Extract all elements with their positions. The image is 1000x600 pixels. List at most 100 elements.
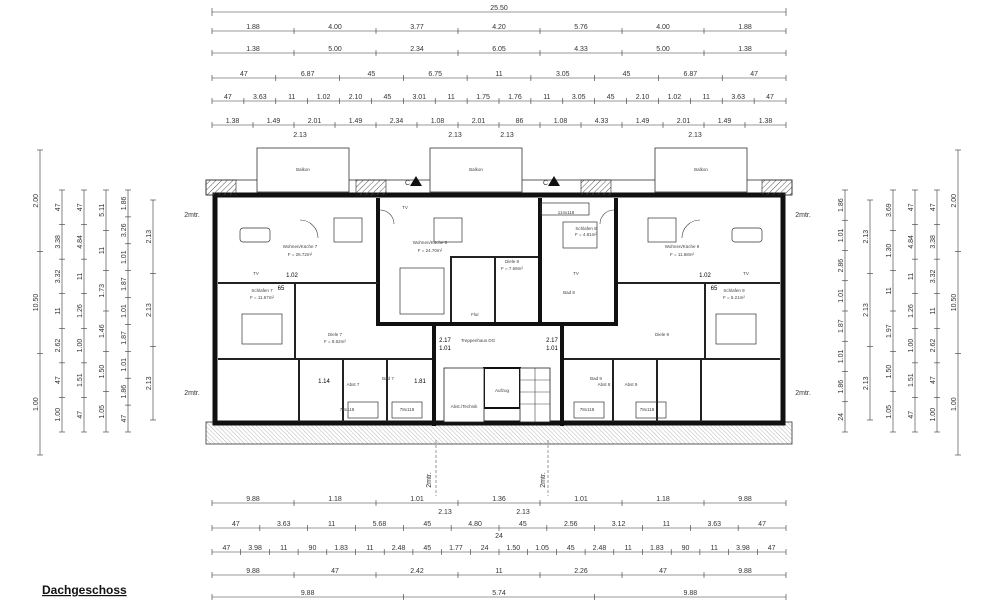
dimension-label: 47 — [908, 203, 915, 211]
dimension-label: 47 — [768, 545, 776, 552]
dimension-label: 1.01 — [410, 496, 424, 503]
dimension-label: 1.01 — [121, 358, 128, 372]
dimension-label: 1.00 — [55, 408, 62, 422]
dimension-label: 1.08 — [554, 118, 568, 125]
room-area-label: F = 5.21m² — [723, 295, 745, 300]
room-area-label: F = 11.57m² — [250, 295, 275, 300]
dimension-label: 1.87 — [121, 331, 128, 345]
dimension-label: 24 — [838, 413, 845, 421]
dimension-label: 4.33 — [595, 118, 609, 125]
room-label: Abst 9 — [625, 382, 638, 387]
dimension-label: 1.02 — [668, 94, 682, 101]
room-label: Diele 9 — [655, 332, 670, 337]
dimension-label: 1.83 — [650, 545, 664, 552]
dimension-label: 3.63 — [253, 94, 267, 101]
fixture-label: TV — [573, 271, 579, 276]
dimension-label: 11 — [280, 545, 287, 552]
dimension-label: 1.38 — [226, 118, 240, 125]
dimension-label: 6.87 — [684, 71, 698, 78]
dimension-label: 1.87 — [838, 319, 845, 333]
dimension-label: 2.13 — [293, 132, 307, 139]
dimension-label: 47 — [930, 203, 937, 211]
dimension-label: 2.13 — [863, 230, 870, 244]
dimension-label: 1.51 — [77, 373, 84, 387]
dimension-label: 1.49 — [267, 118, 281, 125]
room-label: Aufzug — [495, 388, 510, 393]
dimension-label: 1.18 — [328, 496, 342, 503]
dimension-label: 2.13 — [500, 132, 514, 139]
dimension-label: 47 — [55, 376, 62, 384]
dimension-label: 3.26 — [121, 223, 128, 237]
fixture-label: TV — [402, 205, 408, 210]
dimension-label: 1.26 — [908, 304, 915, 318]
dimension-label: 2.01 — [677, 118, 691, 125]
dimension-label: 4.20 — [492, 24, 506, 31]
room-area-label: F = 7.69m² — [501, 266, 523, 271]
dimension-label: 2.48 — [593, 545, 607, 552]
dimension-label: 11 — [77, 273, 84, 280]
section-marker-label: C — [405, 180, 410, 187]
room-label: Diele 7 — [328, 332, 343, 337]
room-area-label: F = 11.68m² — [670, 252, 695, 257]
dimension-label: 1.77 — [449, 545, 463, 552]
dimension-label: 24 — [481, 545, 489, 552]
dimension-label: 1.26 — [77, 304, 84, 318]
dimension-label: 90 — [682, 545, 690, 552]
dimension-label: 3.98 — [736, 545, 750, 552]
dimension-label: 47 — [224, 94, 232, 101]
dimension-label: 9.88 — [684, 590, 698, 597]
room-label: Flur — [471, 312, 479, 317]
dimension-label: 2.00 — [33, 194, 40, 208]
room-label: Wohnen/Küche 8 — [413, 240, 448, 245]
dimension-label: 1.51 — [908, 373, 915, 387]
dimension-label: 1.76 — [508, 94, 522, 101]
dimension-label: 90 — [309, 545, 317, 552]
dimension-label: 11 — [543, 94, 550, 101]
dimension-label: 4.00 — [656, 24, 670, 31]
dimension-label: 3.01 — [412, 94, 426, 101]
room-label: Bad 9 — [590, 376, 602, 381]
room-label: Abst./Technik — [451, 404, 479, 409]
dimension-label: 1.38 — [738, 46, 752, 53]
dimension-label: 1.01 — [574, 496, 588, 503]
height-mark-label: 2mtr. — [795, 212, 811, 219]
dimension-label: 2.86 — [838, 259, 845, 273]
wall-dimension-label: 1.02 — [286, 273, 298, 279]
dimension-label: 1.30 — [886, 244, 893, 258]
balcony-label: Balkon — [694, 167, 708, 172]
dimension-label: 2.13 — [863, 376, 870, 390]
room-label: Abst 8 — [598, 382, 611, 387]
dimension-label: 6.87 — [301, 71, 315, 78]
dimension-label: 47 — [908, 411, 915, 419]
dimension-label: 2.62 — [55, 339, 62, 353]
dimension-label: 1.87 — [121, 277, 128, 291]
dimension-label: 47 — [758, 521, 766, 528]
dimension-label: 1.00 — [908, 339, 915, 353]
dimension-label: 2.13 — [516, 509, 530, 516]
dimension-label: 2.42 — [410, 568, 424, 575]
dimension-label: 2.13 — [146, 303, 153, 317]
room-label: Treppenhaus DG — [461, 338, 496, 343]
dimension-label: 1.83 — [334, 545, 348, 552]
dimension-label: 11 — [99, 247, 106, 254]
dimension-label: 1.01 — [838, 228, 845, 242]
fixture-label: TV — [743, 271, 749, 276]
dimension-label: 47 — [750, 71, 758, 78]
dimension-label: 9.88 — [301, 590, 315, 597]
fixture-label: 78x118 — [400, 407, 415, 412]
dimension-label: 1.49 — [349, 118, 363, 125]
dimension-label: 3.77 — [410, 24, 424, 31]
dimension-label: 47 — [222, 545, 230, 552]
dimension-label: 1.86 — [838, 198, 845, 212]
fixture-label: 114x118 — [558, 210, 575, 215]
dimension-label: 3.63 — [731, 94, 745, 101]
dimension-label: 1.18 — [656, 496, 670, 503]
dimension-label: 2.13 — [146, 376, 153, 390]
dimension-label: 4.00 — [328, 24, 342, 31]
dimension-label: 11 — [625, 545, 632, 552]
dimension-label: 86 — [516, 118, 524, 125]
dimension-label: 2.34 — [390, 118, 404, 125]
dimension-label: 47 — [331, 568, 339, 575]
dimension-label: 3.05 — [556, 71, 570, 78]
